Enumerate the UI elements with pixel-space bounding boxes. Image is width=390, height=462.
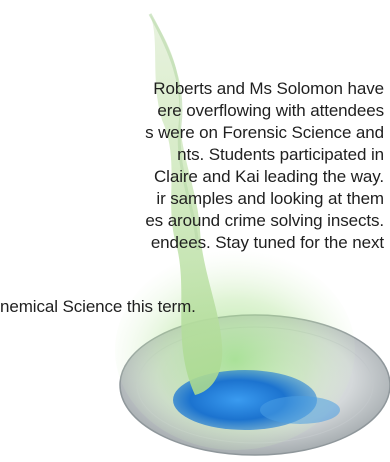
closing-line: nemical Science this term.: [0, 297, 196, 316]
article-line: nts. Students participated in: [177, 145, 384, 164]
article-line: Roberts and Ms Solomon have: [153, 79, 384, 98]
article-line: ere overflowing with attendees: [157, 101, 384, 120]
flame-wisp: [150, 14, 223, 395]
article-line: Claire and Kai leading the way.: [153, 167, 384, 186]
flame-edge: [148, 13, 200, 251]
article-line: es around crime solving insects.: [145, 211, 384, 230]
blue-crystals-scatter: [260, 396, 340, 424]
article-line: s were on Forensic Science and: [145, 123, 384, 142]
article-line: ir samples and looking at them: [156, 189, 384, 208]
article-line: endees. Stay tuned for the next: [150, 233, 384, 252]
article-text: Roberts and Ms Solomon have ere overflow…: [0, 70, 390, 462]
